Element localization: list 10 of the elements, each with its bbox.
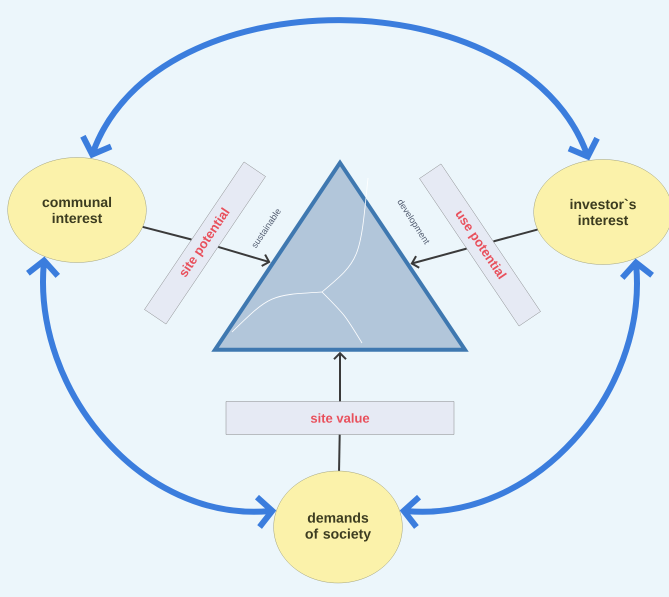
arrow	[410, 248, 467, 269]
connector-line	[338, 434, 341, 471]
double-arrow	[80, 17, 600, 160]
arrow	[333, 352, 347, 402]
double-arrow	[26, 256, 276, 529]
connector-line	[493, 228, 538, 242]
connector-line	[142, 226, 192, 240]
arrow	[218, 246, 270, 267]
double-arrow	[400, 258, 654, 529]
label-box: site value	[226, 401, 454, 435]
